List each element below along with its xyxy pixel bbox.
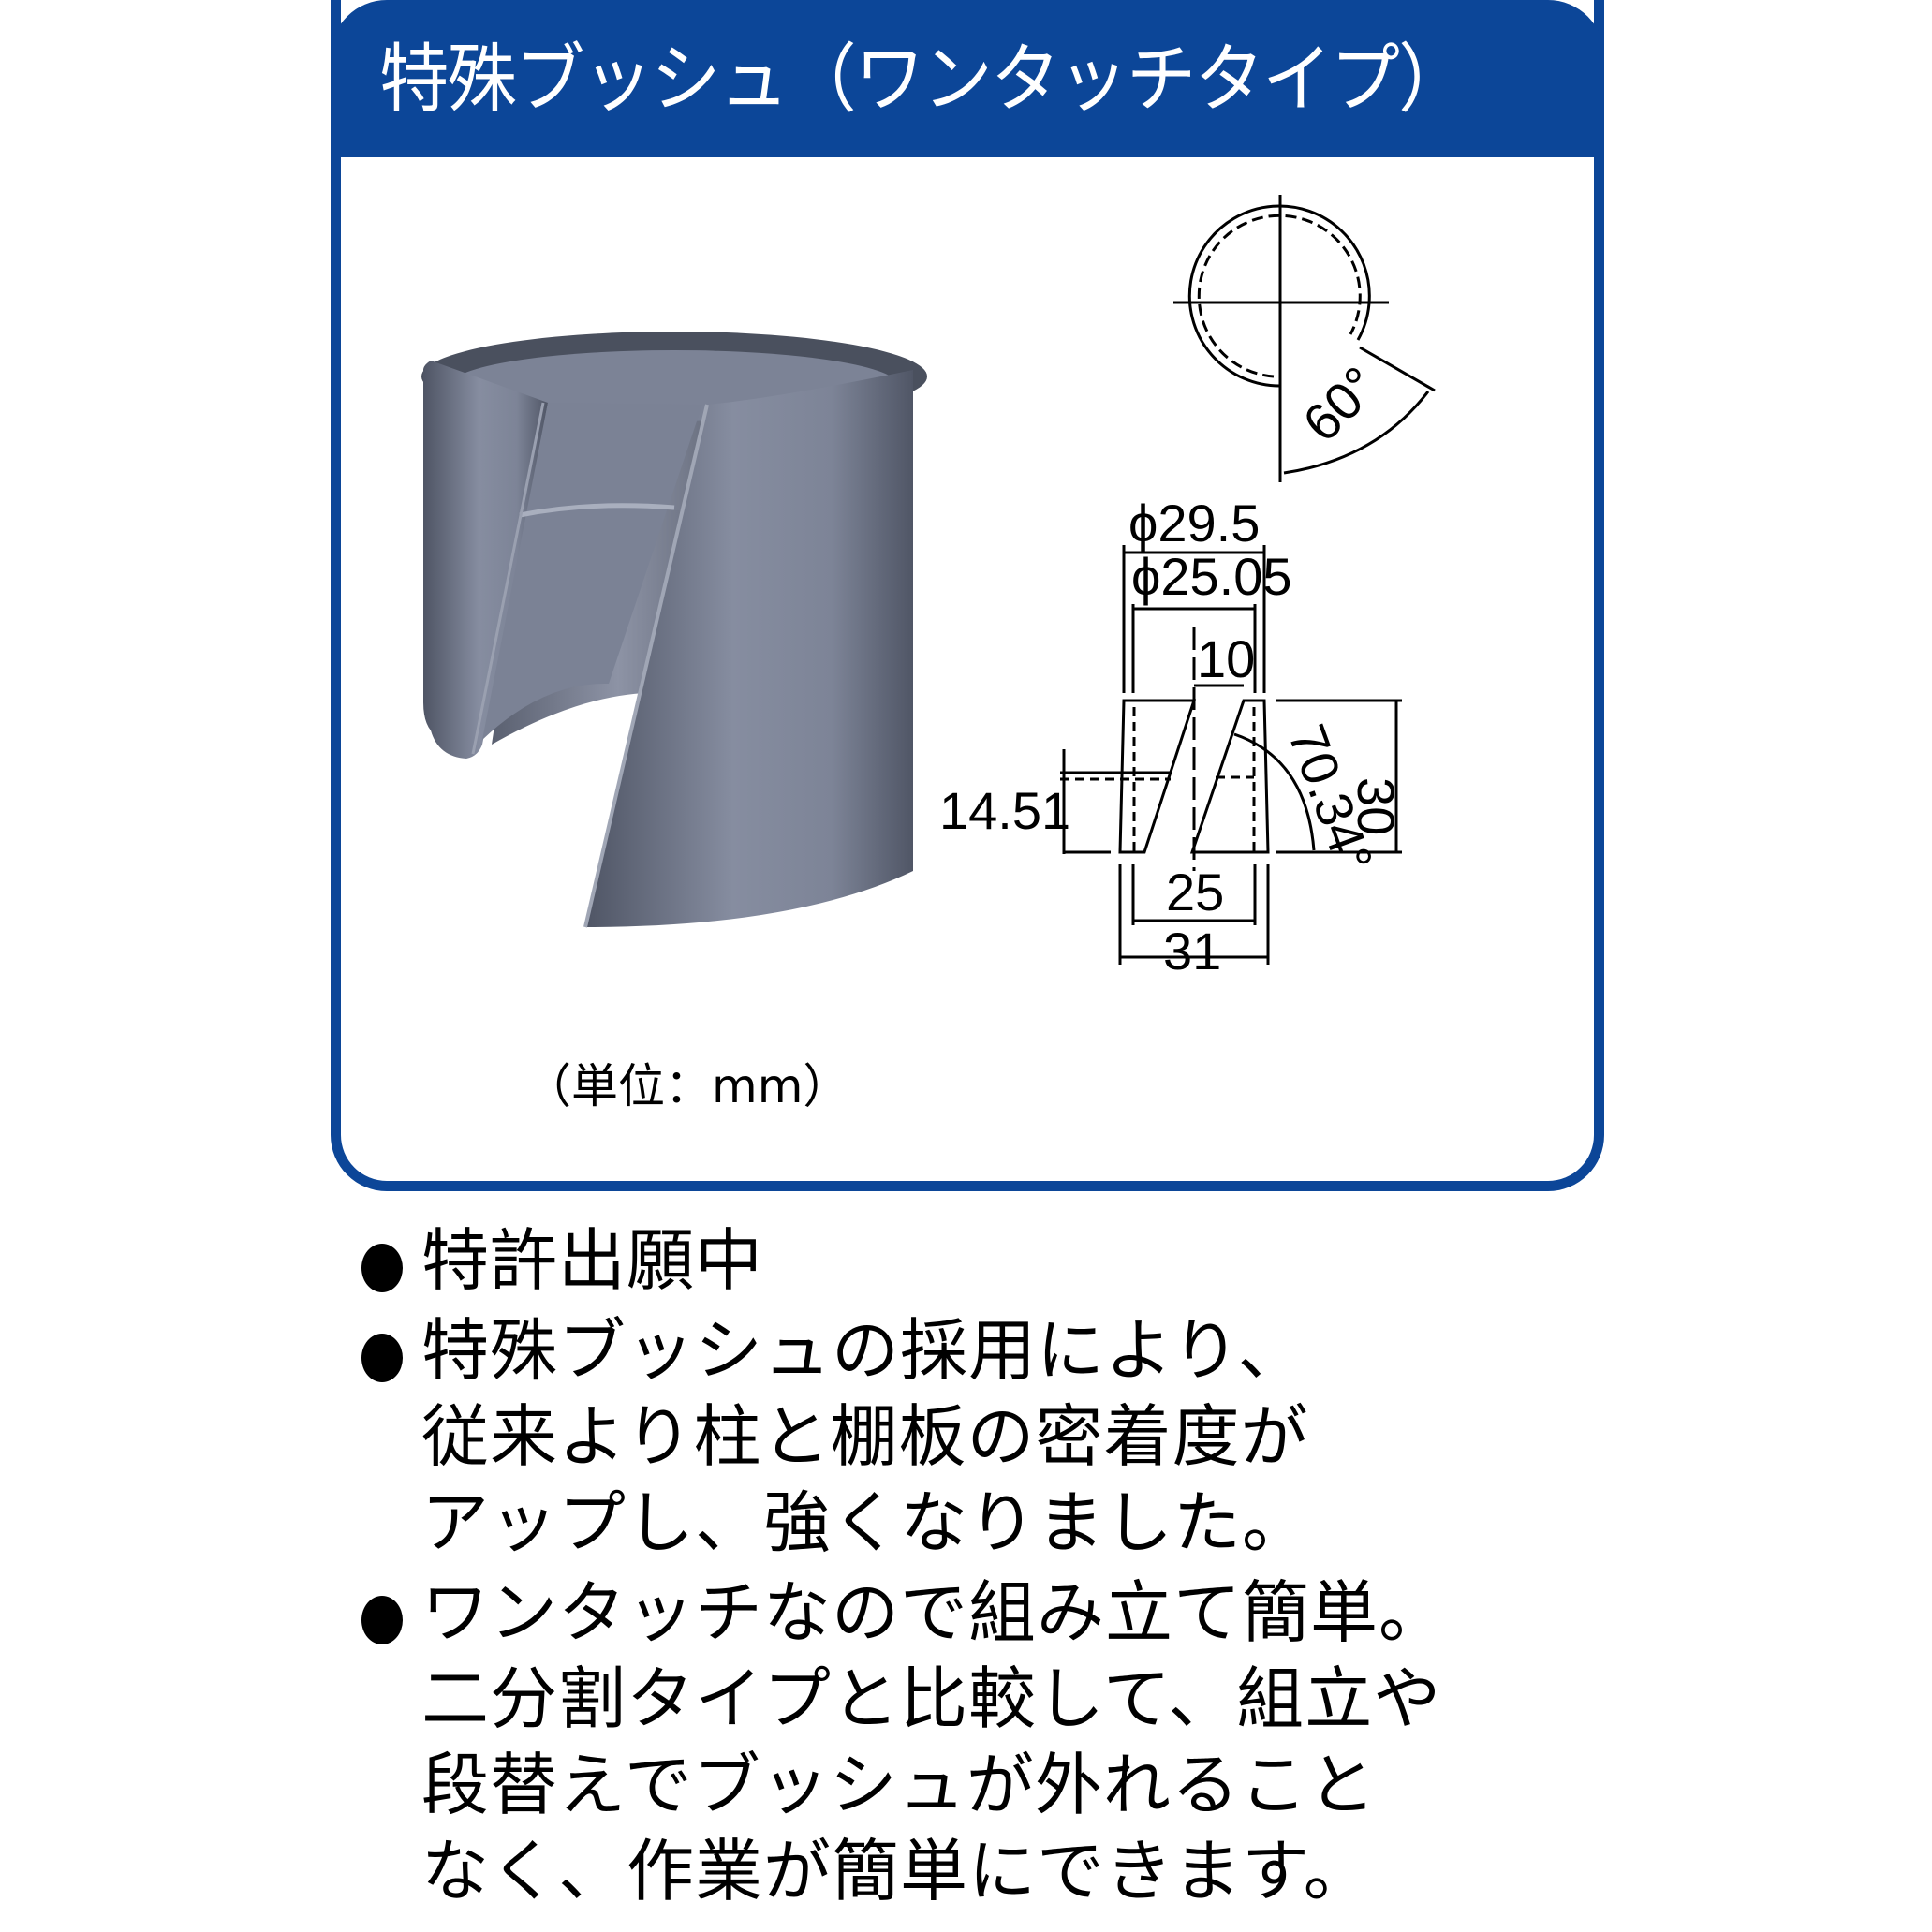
top-view-drawing: 60° [1173, 195, 1436, 482]
feature-item: 特許出願中 [356, 1217, 1573, 1304]
bushing-render-image [421, 332, 927, 928]
angle-60-label: 60° [1291, 355, 1389, 452]
slit-width-label: 10 [1197, 629, 1255, 688]
height-label: 30 [1347, 777, 1406, 835]
rib-height-label: 14.51 [939, 781, 1070, 840]
side-view-drawing: ϕ29.5 ϕ25.05 10 30 70.34° 14.51 25 31 [939, 496, 1406, 981]
inner-diameter-label: ϕ25.05 [1131, 547, 1292, 606]
bullet-icon [361, 1244, 403, 1292]
bullet-icon [361, 1596, 403, 1644]
feature-item: ワンタッチなので組み立て簡単。 二分割タイプと比較して、組立や 段替えでブッシュ… [356, 1570, 1573, 1914]
bottom-outer-width-label: 31 [1163, 922, 1221, 981]
feature-list: 特許出願中 特殊ブッシュの採用により、 従来より柱と棚板の密着度が アップし、強… [356, 1217, 1573, 1918]
bottom-inner-width-label: 25 [1166, 863, 1224, 922]
feature-item: 特殊ブッシュの採用により、 従来より柱と棚板の密着度が アップし、強くなりました… [356, 1307, 1573, 1566]
panel-header [331, 0, 1604, 157]
unit-label: （単位：mm） [524, 1059, 850, 1113]
outer-diameter-label: ϕ29.5 [1128, 496, 1260, 553]
panel-title: 特殊ブッシュ（ワンタッチタイプ） [379, 36, 1468, 123]
bullet-icon [361, 1334, 403, 1382]
